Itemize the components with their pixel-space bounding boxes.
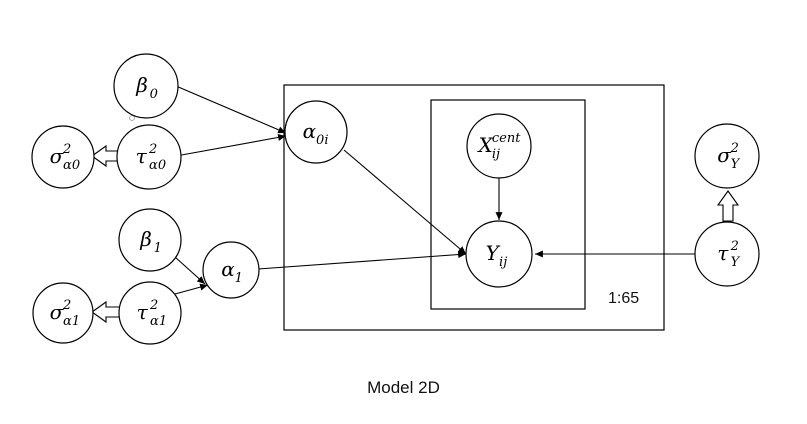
yij-subscript: ij bbox=[499, 255, 507, 270]
tau_a0-symbol: τ bbox=[136, 144, 148, 168]
beta0-symbol: β bbox=[135, 73, 148, 97]
sigma_y-symbol: σ bbox=[717, 143, 732, 167]
sigma_y-subscript: Y bbox=[731, 157, 741, 172]
hollow-arrow-tau-y-sigma-y bbox=[716, 190, 740, 222]
edge-beta1-alpha1 bbox=[174, 256, 206, 285]
xcent-symbol: X bbox=[477, 133, 494, 157]
xcent-superscript: cent bbox=[492, 131, 521, 146]
edge-alpha0i-yij bbox=[343, 149, 467, 255]
edge-tau-a1-alpha1 bbox=[174, 283, 209, 295]
beta1-subscript: 1 bbox=[154, 241, 162, 256]
tau_y-symbol: τ bbox=[717, 241, 729, 265]
yij-symbol: Y bbox=[486, 241, 501, 265]
tau_a0-superscript: 2 bbox=[148, 142, 157, 157]
beta1-symbol: β bbox=[139, 227, 152, 251]
tau_a1-symbol: τ bbox=[137, 300, 149, 324]
sigma_a1-superscript: 2 bbox=[62, 298, 71, 313]
alpha0i-subscript: 0i bbox=[316, 133, 328, 148]
inner-plate bbox=[430, 99, 586, 310]
edge-tau-a0-alpha0i bbox=[175, 133, 287, 157]
tau_a1-superscript: 2 bbox=[149, 298, 158, 313]
sigma_a0-superscript: 2 bbox=[62, 142, 71, 157]
hollow-arrow-tau-a1-sigma-a1 bbox=[91, 300, 121, 324]
alpha0i-symbol: α bbox=[303, 119, 317, 143]
edge-beta0-alpha0i bbox=[175, 85, 287, 134]
xcent-subscript: ij bbox=[492, 147, 500, 162]
tau_a0-subscript: α0 bbox=[149, 158, 166, 173]
beta0-subscript: 0 bbox=[150, 87, 158, 102]
sigma_a1-subscript: α1 bbox=[63, 314, 80, 329]
edge-alpha1-yij bbox=[257, 251, 467, 270]
tau_y-superscript: 2 bbox=[730, 239, 739, 254]
sigma_a0-subscript: α0 bbox=[63, 158, 80, 173]
alpha1-symbol: α bbox=[221, 257, 235, 281]
sigma_a0-symbol: σ bbox=[50, 144, 65, 168]
outer-plate bbox=[283, 84, 665, 331]
hollow-arrow-tau-a0-sigma-a0 bbox=[91, 144, 121, 168]
plate-label: 1:65 bbox=[608, 290, 639, 307]
sigma_a1-symbol: σ bbox=[50, 300, 65, 324]
tau_a1-subscript: α1 bbox=[150, 314, 167, 329]
stray-dot bbox=[129, 115, 135, 121]
sigma_y-superscript: 2 bbox=[730, 141, 739, 156]
alpha1-subscript: 1 bbox=[235, 271, 243, 286]
tau_y-subscript: Y bbox=[731, 255, 741, 270]
diagram-caption: Model 2D bbox=[367, 378, 440, 397]
